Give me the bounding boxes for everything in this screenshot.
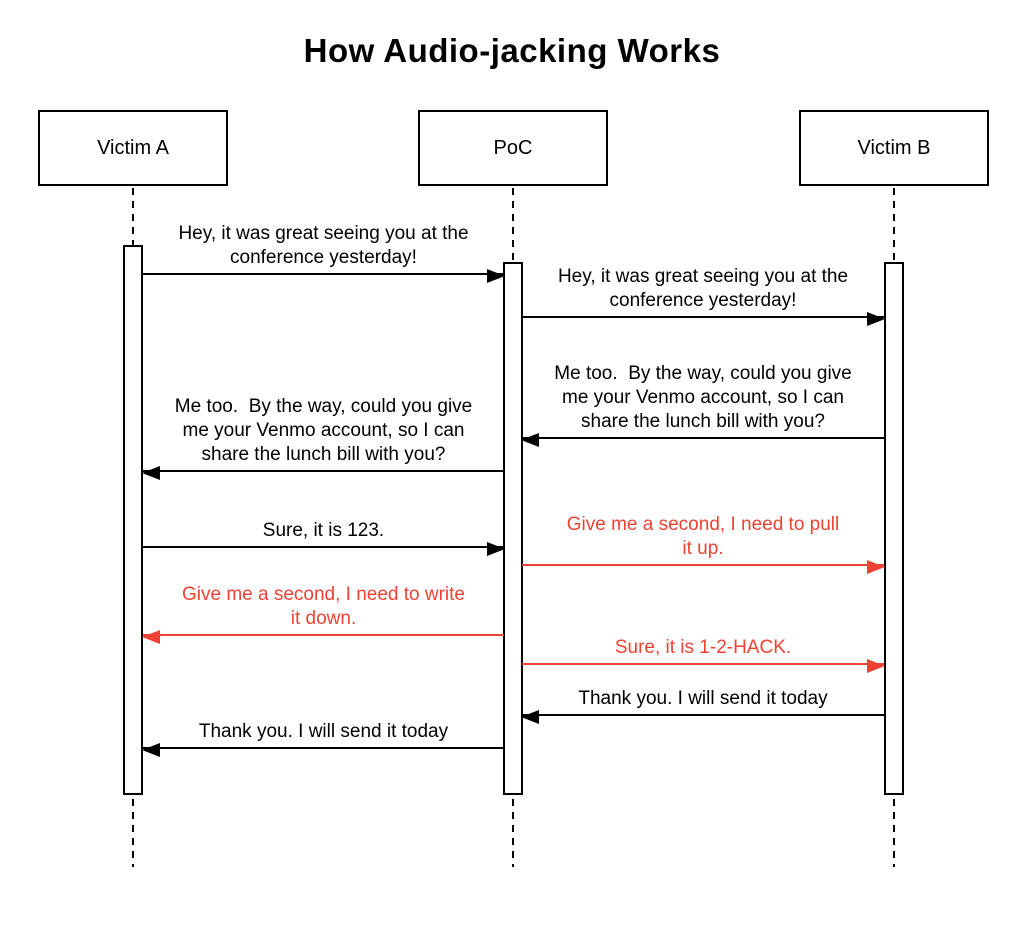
actor-label-poc: PoC [493,136,533,159]
message-8-arrow [522,659,885,673]
message-6-arrow [522,560,885,574]
message-8: Sure, it is 1-2-HACK. [522,636,885,673]
message-7-arrow [142,630,504,644]
message-10-text: Thank you. I will send it today [198,721,449,742]
arrowhead-left-icon [521,433,539,447]
message-5-text: Sure, it is 123. [262,520,385,541]
actor-box-victim-a: Victim A [38,110,228,186]
activation-bar-victim-b [884,262,904,795]
message-7: Give me a second, I need to write it dow… [142,583,504,644]
message-9: Thank you. I will send it today [521,687,884,724]
message-3-text: Me too. By the way, could you give me yo… [554,363,852,432]
arrowhead-left-icon [521,710,539,724]
activation-bar-poc [503,262,523,795]
actor-label-victim-a: Victim A [97,136,169,159]
message-6: Give me a second, I need to pull it up. [522,513,885,574]
activation-bar-victim-a [123,245,143,795]
message-2-arrow [522,312,885,326]
actor-box-poc: PoC [418,110,608,186]
arrowhead-right-icon [487,542,505,556]
message-8-text: Sure, it is 1-2-HACK. [614,637,792,658]
arrowhead-right-icon [487,269,505,283]
message-10-arrow [142,743,504,757]
message-5-arrow [143,542,505,556]
message-1-text: Hey, it was great seeing you at the conf… [178,223,469,268]
message-7-text: Give me a second, I need to write it dow… [181,584,466,629]
message-6-text: Give me a second, I need to pull it up. [566,514,840,559]
arrowhead-right-icon [867,312,885,326]
message-9-text: Thank you. I will send it today [578,688,828,709]
message-2-text: Hey, it was great seeing you at the conf… [557,266,849,311]
arrowhead-left-icon [142,630,160,644]
message-10: Thank you. I will send it today [142,720,504,757]
message-4-text: Me too. By the way, could you give me yo… [174,396,473,465]
arrowhead-left-icon [142,466,160,480]
message-9-arrow [521,710,884,724]
message-3: Me too. By the way, could you give me yo… [521,362,884,447]
actor-label-victim-b: Victim B [857,136,931,159]
message-4: Me too. By the way, could you give me yo… [142,395,504,480]
arrowhead-right-icon [867,560,885,574]
message-1: Hey, it was great seeing you at the conf… [143,222,505,283]
message-3-arrow [521,433,884,447]
arrowhead-right-icon [867,659,885,673]
actor-box-victim-b: Victim B [799,110,989,186]
message-1-arrow [143,269,505,283]
arrowhead-left-icon [142,743,160,757]
message-2: Hey, it was great seeing you at the conf… [522,265,885,326]
diagram-title: How Audio-jacking Works [303,32,721,69]
message-4-arrow [142,466,504,480]
message-5: Sure, it is 123. [143,519,505,556]
